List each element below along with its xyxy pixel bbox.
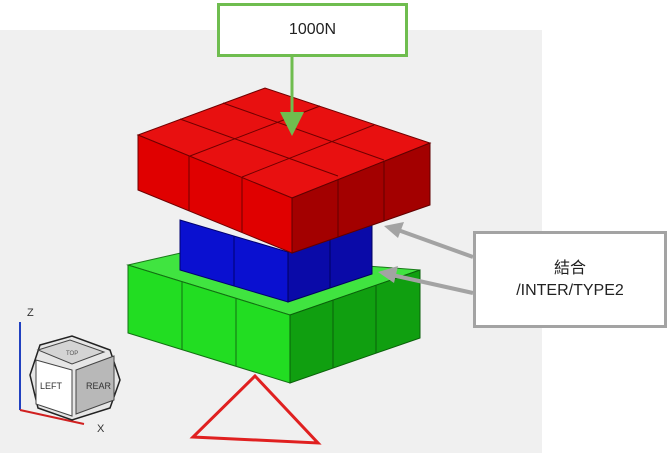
axis-z-label: Z xyxy=(27,307,34,319)
load-callout: 1000N xyxy=(217,3,408,57)
axis-triad: Z X xyxy=(19,307,105,435)
upper-block xyxy=(136,87,432,254)
contact-callout-line2: /INTER/TYPE2 xyxy=(516,281,624,299)
view-cube-left-label: LEFT xyxy=(40,381,63,391)
contact-callout-line1: 結合 xyxy=(553,259,586,277)
view-cube-rear-label: REAR xyxy=(86,381,112,391)
load-callout-text: 1000N xyxy=(288,21,337,38)
support-triangle xyxy=(189,373,322,445)
contact-arrows xyxy=(378,222,474,295)
middle-block xyxy=(179,219,373,303)
view-cube-top-label: TOP xyxy=(66,351,78,357)
contact-callout: 結合 /INTER/TYPE2 xyxy=(473,231,667,328)
axis-x-label: X xyxy=(97,423,105,435)
view-cube[interactable]: TOP LEFT REAR xyxy=(29,335,121,421)
